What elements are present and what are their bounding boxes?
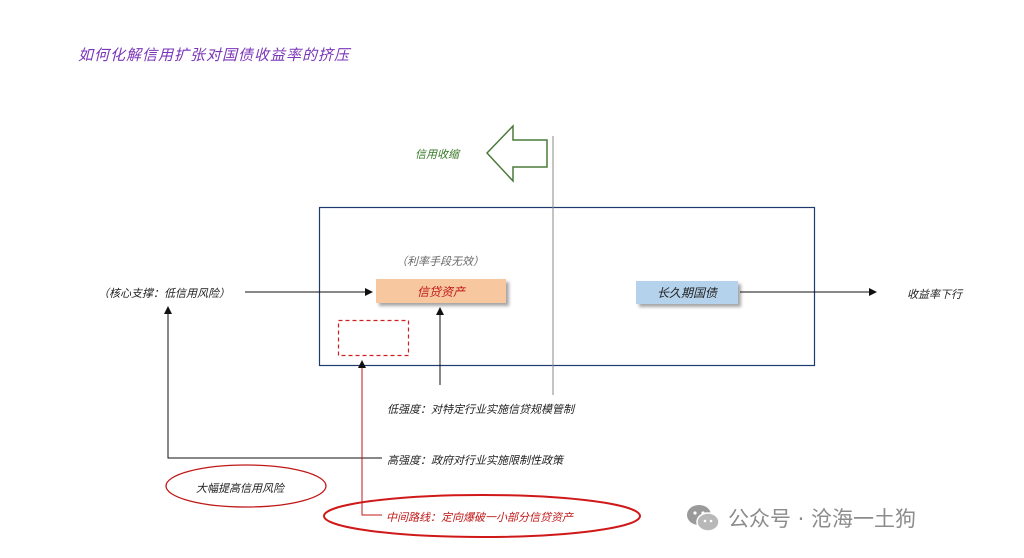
credit-contraction-label: 信用收缩 — [415, 148, 459, 161]
core-support-label: （核心支撑：低信用风险） — [98, 287, 230, 300]
targeted-credit-box — [337, 319, 410, 357]
credit-assets-box: 信贷资产 — [376, 279, 506, 303]
rate-ineffective-label: （利率手段无效） — [396, 255, 484, 268]
middle-path-label: 中间路线：定向爆破一小部分信贷资产 — [386, 511, 573, 524]
middle-path-ellipse — [323, 494, 641, 538]
main-frame — [318, 206, 816, 367]
wechat-icon — [687, 505, 720, 532]
arrow-middle-to-dashed — [358, 360, 382, 516]
watermark: 公众号 · 沧海一土狗 — [686, 503, 916, 533]
watermark-text: 公众号 · 沧海一土狗 — [728, 507, 917, 531]
low-intensity-label: 低强度：对特定行业实施信贷规模管制 — [387, 403, 574, 416]
credit-contraction-arrow — [485, 124, 548, 183]
arrow-high-to-core — [164, 306, 382, 459]
raise-risk-ellipse — [165, 464, 327, 508]
page-title: 如何化解信用扩张对国债收益率的挤压 — [78, 46, 351, 64]
raise-risk-label: 大幅提高信用风险 — [196, 482, 284, 495]
high-intensity-label: 高强度：政府对行业实施限制性政策 — [387, 454, 563, 467]
yield-down-label: 收益率下行 — [907, 288, 962, 301]
long-bonds-box: 长久期国债 — [636, 281, 738, 304]
